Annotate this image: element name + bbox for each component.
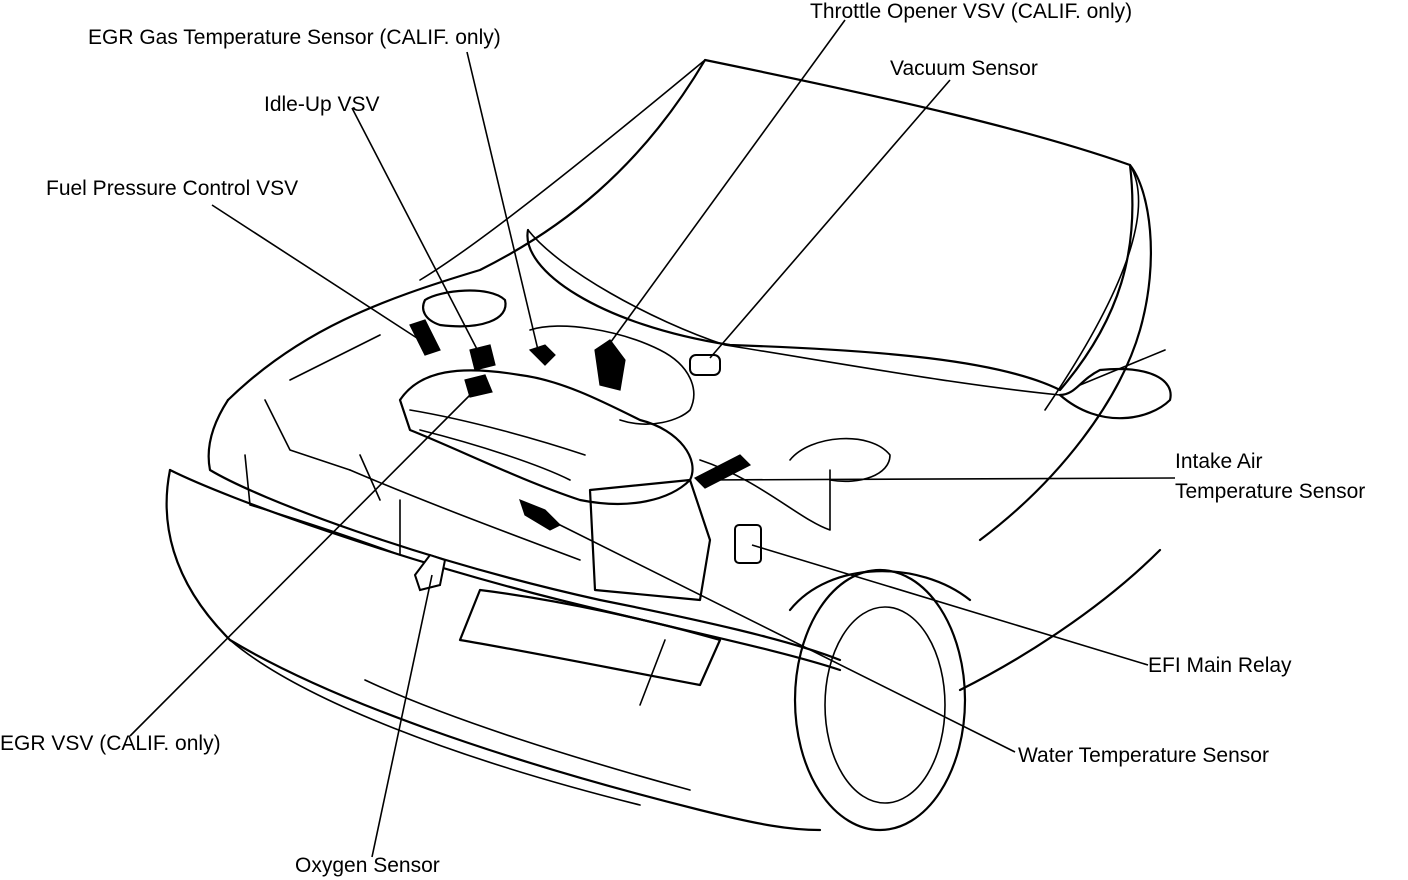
air-cleaner: [422, 289, 507, 328]
label-efi-main-relay: EFI Main Relay: [1148, 654, 1292, 677]
leader-efi-main-relay: [751, 544, 1149, 666]
right-fender: [1058, 368, 1172, 420]
leader-idle-up-vsv: [351, 107, 481, 356]
leader-throttle-opener: [604, 19, 846, 351]
throttle-opener-vsv-part: [594, 339, 626, 391]
idle-up-vsv-part: [469, 344, 496, 371]
bumper-lower: [229, 639, 641, 806]
front-rim: [824, 606, 946, 804]
intake-air-temp-sensor-part: [693, 454, 752, 489]
egr-vsv-part: [464, 374, 493, 398]
leader-water-temp: [539, 514, 1016, 753]
oxygen-sensor-part: [413, 553, 447, 592]
label-idle-up-vsv: Idle-Up VSV: [264, 93, 380, 116]
engine-block: [398, 369, 694, 506]
hood-crease: [419, 59, 706, 281]
mirror: [1079, 349, 1166, 386]
radiator: [349, 454, 581, 561]
label-water-temp-sensor: Water Temperature Sensor: [1018, 744, 1269, 767]
leader-egr-vsv: [129, 389, 476, 737]
leader-oxygen-sensor: [371, 574, 433, 858]
wheel-arch: [788, 570, 972, 612]
label-throttle-opener-vsv: Throttle Opener VSV (CALIF. only): [810, 0, 1133, 23]
label-fuel-pressure-control-vsv: Fuel Pressure Control VSV: [46, 177, 299, 200]
grille-line: [639, 639, 666, 706]
label-egr-vsv: EGR VSV (CALIF. only): [0, 732, 221, 755]
right-body-side: [978, 163, 1152, 542]
bumper-crease: [364, 679, 691, 791]
label-oxygen-sensor: Oxygen Sensor: [295, 854, 440, 877]
inner-fender-left: [264, 334, 381, 471]
bumper-front: [165, 468, 822, 832]
vacuum-sensor-part: [689, 354, 721, 376]
leader-egr-gas-temp: [466, 51, 539, 351]
battery: [588, 478, 712, 602]
right-quarter: [958, 548, 1162, 692]
efi-main-relay-part: [734, 524, 762, 564]
hood-outline: [226, 58, 1134, 402]
strut-tower: [789, 437, 891, 483]
left-lamp: [244, 454, 401, 556]
valve-cover: [409, 409, 586, 481]
leader-fuel-pressure-vsv: [211, 204, 421, 341]
headlight: [458, 588, 722, 687]
label-intake-air-line2: Temperature Sensor: [1175, 480, 1366, 503]
hood-inner-line: [527, 229, 1061, 396]
intake-duct: [529, 325, 695, 425]
front-tire: [793, 568, 967, 832]
label-vacuum-sensor: Vacuum Sensor: [890, 57, 1038, 80]
fuel-pressure-vsv-part: [409, 319, 441, 356]
bumper-top: [168, 468, 842, 672]
egr-gas-temp-sensor-part: [528, 344, 556, 366]
label-egr-gas-temp-sensor: EGR Gas Temperature Sensor (CALIF. only): [88, 26, 501, 49]
leader-vacuum-sensor: [709, 79, 951, 359]
hood-right-edge: [1044, 164, 1140, 411]
leader-intake-air: [699, 477, 1176, 481]
label-intake-air-line1: Intake Air: [1175, 450, 1263, 473]
